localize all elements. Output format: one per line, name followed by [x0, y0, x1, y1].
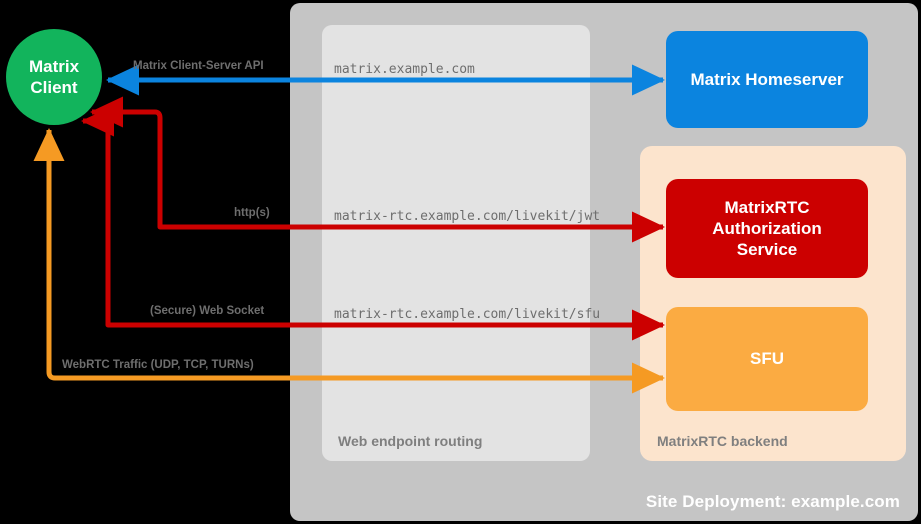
sfu-label: SFU	[750, 349, 784, 369]
node-matrixrtc-authorization-service[interactable]: MatrixRTC Authorization Service	[666, 179, 868, 278]
site-deployment-label: Site Deployment: example.com	[645, 492, 900, 511]
edge-label-webrtc-traffic: WebRTC Traffic (UDP, TCP, TURNs)	[62, 359, 254, 371]
edge-label-http: http(s)	[234, 207, 270, 219]
matrixrtc-backend-label: MatrixRTC backend	[657, 433, 788, 449]
matrix-client-line1: Matrix	[28, 56, 80, 76]
endpoint-matrix-example-com: matrix.example.com	[334, 62, 475, 77]
matrix-homeserver-label: Matrix Homeserver	[690, 69, 844, 89]
web-endpoint-routing-label: Web endpoint routing	[338, 433, 483, 449]
endpoint-livekit-jwt: matrix-rtc.example.com/livekit/jwt	[334, 209, 601, 224]
auth-service-line3: Service	[736, 240, 798, 260]
auth-service-line2: Authorization	[712, 218, 822, 238]
endpoint-livekit-sfu: matrix-rtc.example.com/livekit/sfu	[334, 307, 601, 322]
node-matrix-client[interactable]: Matrix Client	[6, 29, 102, 125]
edge-label-matrix-client-server-api: Matrix Client-Server API	[133, 60, 264, 72]
node-matrix-homeserver[interactable]: Matrix Homeserver	[666, 31, 868, 128]
auth-service-line1: MatrixRTC	[724, 197, 810, 217]
node-sfu[interactable]: SFU	[666, 307, 868, 411]
web-endpoint-routing-container: Web endpoint routing	[322, 25, 590, 461]
matrix-client-line2: Client	[30, 78, 78, 97]
edge-label-secure-web-socket: (Secure) Web Socket	[150, 305, 265, 317]
